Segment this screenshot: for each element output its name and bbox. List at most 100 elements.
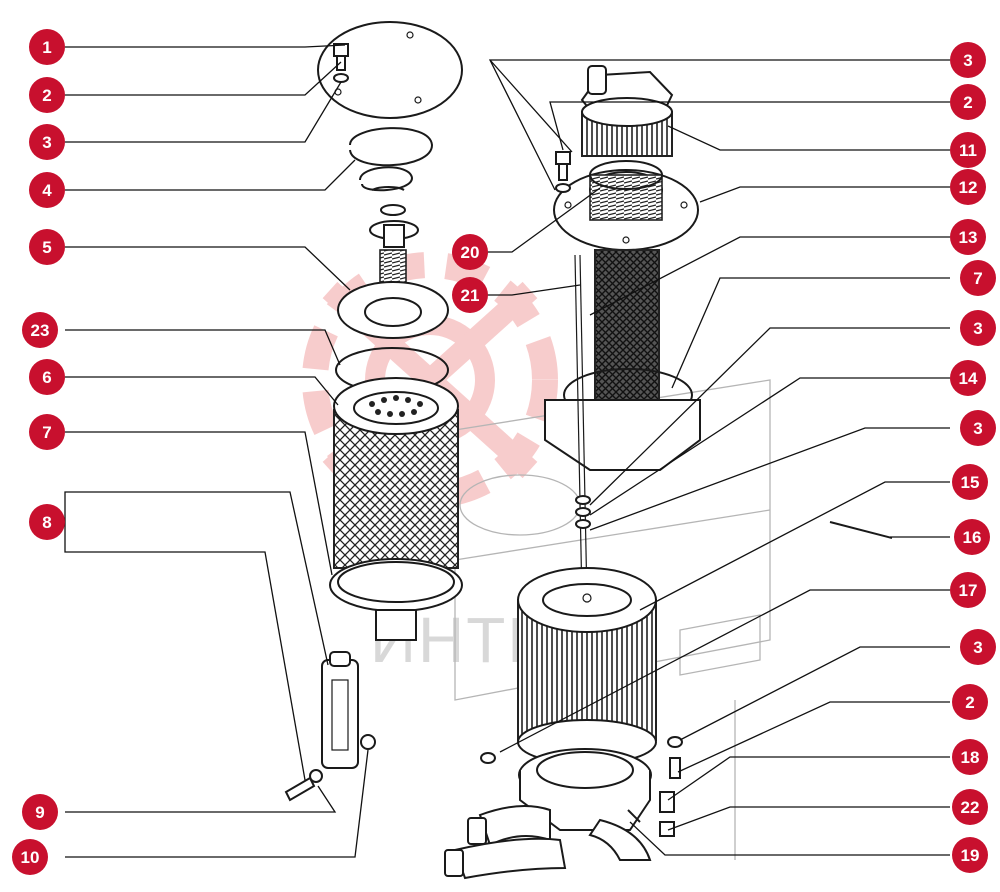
- spring-ring: [349, 127, 434, 192]
- callout-badge-circle: [12, 839, 48, 875]
- callout-badge-circle: [960, 629, 996, 665]
- nut-22: [659, 821, 675, 837]
- callout-number: 18: [961, 748, 980, 767]
- callout-badge-circle: [952, 684, 988, 720]
- callout-badge-circle: [952, 789, 988, 825]
- callout-right-16: 16: [954, 519, 990, 555]
- callout-left-9: 9: [22, 794, 58, 830]
- callout-number: 3: [973, 419, 982, 438]
- callout-right-3: 3: [960, 310, 996, 346]
- callout-number: 21: [461, 286, 480, 305]
- callout-badge-circle: [29, 29, 65, 65]
- callout-number: 5: [42, 238, 51, 257]
- callout-badge-circle: [950, 219, 986, 255]
- callout-number: 20: [461, 243, 480, 262]
- bolt-right: [669, 757, 681, 779]
- housing-outline: [454, 379, 771, 860]
- sight-glass: [321, 651, 359, 769]
- callout-right-3: 3: [950, 42, 986, 78]
- outlet-pipes: [444, 805, 652, 880]
- callout-number: 4: [42, 181, 52, 200]
- callout-number: 11: [959, 141, 977, 160]
- housing-base-plate: [544, 399, 701, 471]
- inner-mesh-tube: [594, 249, 660, 423]
- callout-badge-circle: [950, 572, 986, 608]
- callout-right-11: 11: [950, 132, 986, 168]
- callout-number: 7: [973, 269, 982, 288]
- drain-plug: [627, 809, 641, 823]
- callout-right-19: 19: [952, 837, 988, 873]
- callout-badge-circle: [960, 410, 996, 446]
- washer-right: [667, 736, 683, 748]
- callout-number: 17: [959, 581, 978, 600]
- callout-right-13: 13: [950, 219, 986, 255]
- callout-number: 2: [965, 693, 974, 712]
- callout-left-8: 8: [29, 504, 65, 540]
- callout-number: 14: [959, 369, 978, 388]
- callout-badge-circle: [950, 360, 986, 396]
- cover-plate: [317, 21, 463, 119]
- fitting-18: [659, 791, 675, 813]
- callout-badge-circle: [29, 172, 65, 208]
- callout-badge-circle: [954, 519, 990, 555]
- callout-badges: 1234523678910321112201321731431516173218…: [12, 29, 996, 875]
- callout-left-6: 6: [29, 359, 65, 395]
- callout-number: 23: [31, 321, 50, 340]
- valve-seat: [337, 281, 449, 339]
- callout-number: 9: [35, 803, 44, 822]
- mesh-cartridge: [329, 377, 463, 641]
- upper-flange: [553, 160, 699, 251]
- callout-number: 3: [973, 319, 982, 338]
- callout-right-18: 18: [952, 739, 988, 775]
- callout-right-7: 7: [960, 260, 996, 296]
- callout-badge-circle: [452, 234, 488, 270]
- cover-bolt: [333, 43, 349, 83]
- callout-number: 6: [42, 368, 51, 387]
- callout-badge-circle: [22, 794, 58, 830]
- tie-rod: [574, 254, 591, 601]
- flange-bolt: [555, 151, 571, 193]
- callout-right-3: 3: [960, 410, 996, 446]
- callout-badge-circle: [29, 359, 65, 395]
- callout-left-4: 4: [29, 172, 65, 208]
- relief-valve: [369, 204, 419, 321]
- callout-right-3: 3: [960, 629, 996, 665]
- callout-left-23: 23: [22, 312, 58, 348]
- callout-number: 2: [42, 86, 51, 105]
- callout-badge-circle: [950, 84, 986, 120]
- callout-number: 3: [963, 51, 972, 70]
- callout-badge-circle: [29, 504, 65, 540]
- leader-lines: [64, 44, 950, 858]
- callout-number: 12: [959, 178, 978, 197]
- callout-right-14: 14: [950, 360, 986, 396]
- callout-number: 10: [21, 848, 40, 867]
- callout-badge-circle: [950, 169, 986, 205]
- callout-number: 13: [959, 228, 978, 247]
- sight-glass-screw: [284, 769, 323, 802]
- callout-left-10: 10: [12, 839, 48, 875]
- callout-number: 1: [42, 38, 51, 57]
- callout-badge-circle: [950, 42, 986, 78]
- callout-number: 19: [961, 846, 980, 865]
- callout-badge-circle: [960, 310, 996, 346]
- callout-left-7: 7: [29, 414, 65, 450]
- locking-pin: [829, 521, 893, 539]
- callout-right-2: 2: [952, 684, 988, 720]
- callout-badge-circle: [960, 260, 996, 296]
- callout-badge-circle: [22, 312, 58, 348]
- callout-number: 8: [42, 513, 51, 532]
- callout-badge-circle: [952, 739, 988, 775]
- callout-left-5: 5: [29, 229, 65, 265]
- callout-number: 22: [961, 798, 980, 817]
- callout-right-21: 21: [452, 277, 488, 313]
- pleated-element: [517, 567, 657, 765]
- callout-left-2: 2: [29, 77, 65, 113]
- callout-badge-circle: [952, 464, 988, 500]
- sight-glass-washer: [360, 734, 376, 750]
- callout-left-3: 3: [29, 124, 65, 160]
- callout-number: 3: [973, 638, 982, 657]
- callout-badge-circle: [29, 124, 65, 160]
- callout-badge-circle: [950, 132, 986, 168]
- callout-right-2: 2: [950, 84, 986, 120]
